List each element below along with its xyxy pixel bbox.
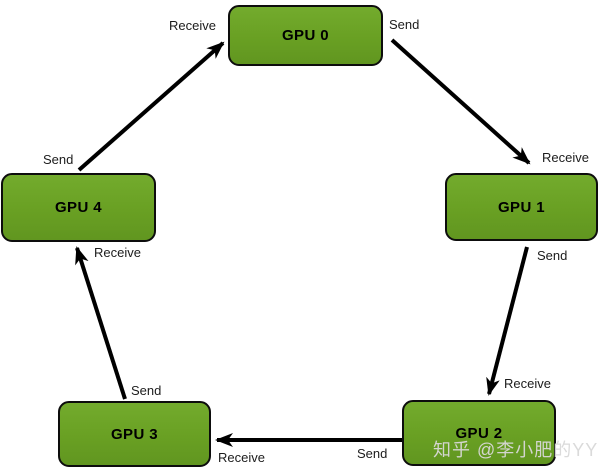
edge-label-receive-gpu3-gpu4: Receive — [94, 245, 141, 260]
edge-label-send-gpu2-gpu3: Send — [357, 446, 388, 461]
node-gpu-2: GPU 2 — [402, 400, 556, 466]
arrow-gpu4-to-gpu0 — [77, 41, 225, 172]
arrow-gpu1-to-gpu2 — [486, 246, 529, 396]
node-gpu-4: GPU 4 — [1, 173, 156, 242]
node-gpu-4-label: GPU 4 — [54, 199, 102, 216]
edge-label-send-gpu4-gpu0: Send — [43, 152, 74, 167]
edge-label-receive-gpu0-gpu1: Receive — [542, 150, 589, 165]
node-gpu-3-label: GPU 3 — [110, 425, 158, 443]
edge-label-receive-gpu4-gpu0: Receive — [169, 18, 216, 33]
node-gpu-0: GPU 0 — [228, 5, 383, 66]
edge-label-send-gpu1-gpu2: Send — [537, 248, 568, 263]
node-gpu-2-label: GPU 2 — [455, 424, 503, 442]
node-gpu-0-label: GPU 0 — [281, 27, 329, 44]
edge-label-send-gpu3-gpu4: Send — [131, 383, 162, 398]
edge-label-receive-gpu1-gpu2: Receive — [504, 376, 551, 391]
edge-label-send-gpu0-gpu1: Send — [389, 17, 420, 32]
arrow-gpu3-to-gpu4 — [75, 246, 127, 400]
watermark: 知乎 @李小肥的YY — [433, 440, 599, 460]
node-gpu-1: GPU 1 — [445, 173, 598, 241]
edge-label-receive-gpu2-gpu3: Receive — [218, 450, 265, 465]
node-gpu-1-label: GPU 1 — [497, 198, 545, 216]
node-gpu-3: GPU 3 — [58, 401, 211, 467]
arrow-gpu0-to-gpu1 — [390, 38, 531, 165]
